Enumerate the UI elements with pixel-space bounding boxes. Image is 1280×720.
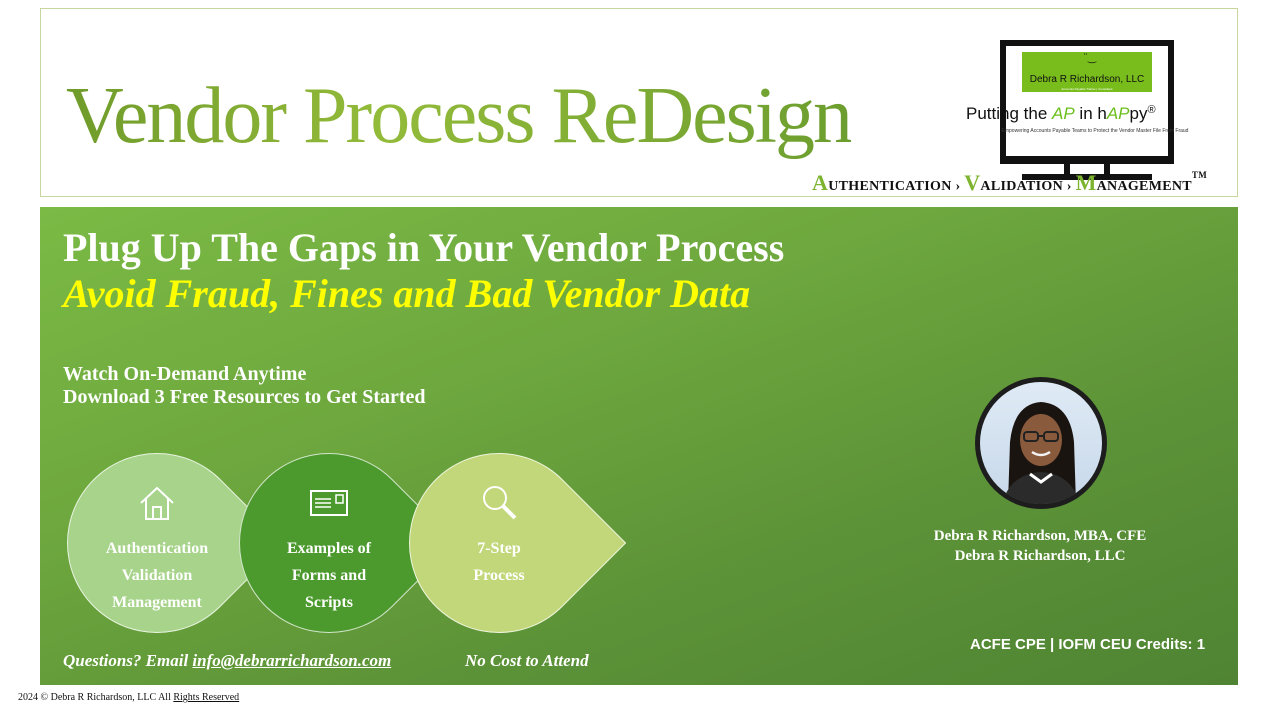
step-label-line: Authentication xyxy=(105,540,209,557)
questions-line: Questions? Email info@debrarrichardson.c… xyxy=(63,651,391,671)
avm-m-rest: ANAGEMENT xyxy=(1096,179,1192,194)
questions-prefix: Questions? Email xyxy=(63,651,193,670)
credits-info: ACFE CPE | IOFM CEU Credits: 1 xyxy=(970,636,1206,653)
presenter-photo xyxy=(975,377,1107,509)
logo-badge xyxy=(1022,52,1152,92)
step-authentication: Authentication Validation Management xyxy=(29,415,285,671)
smile-icon: ¨‿ xyxy=(1083,53,1097,64)
step-label-line: Forms and xyxy=(291,567,367,584)
monitor-stand xyxy=(1064,164,1110,176)
tagline-mid: in h xyxy=(1074,104,1107,123)
step-label-line: 7-Step xyxy=(477,540,521,557)
step-label-line: Management xyxy=(112,594,202,611)
registered-mark: ® xyxy=(1147,104,1156,116)
avm-v-cap: V xyxy=(964,170,981,195)
avm-separator-1: › xyxy=(951,179,965,194)
step-forms-scripts: Examples of Forms and Scripts xyxy=(201,415,457,671)
avm-a-rest: UTHENTICATION xyxy=(828,179,952,194)
avm-v-rest: ALIDATION xyxy=(980,179,1063,194)
avm-m-cap: M xyxy=(1075,170,1097,195)
tagline-prefix: Putting the xyxy=(966,104,1053,123)
step-label-line: Examples of xyxy=(287,540,371,557)
step-label: Examples of Forms and Scripts xyxy=(257,535,401,616)
trademark-mark: TM xyxy=(1191,170,1208,180)
company-logo: ¨‿ Debra R Richardson, LLC Accounts Paya… xyxy=(960,36,1230,196)
portrait-icon xyxy=(1002,402,1080,504)
step-label-line: Validation xyxy=(121,567,193,584)
magnifier-icon xyxy=(483,486,517,520)
step-7-step-process: 7-Step Process xyxy=(371,415,627,671)
monitor-base xyxy=(1022,174,1152,180)
tagline-ap-2: AP xyxy=(1106,104,1130,123)
rights-reserved: Rights Reserved xyxy=(173,692,240,703)
logo-company-sub: Accounts Payable Trainer | Consultant xyxy=(1061,87,1113,91)
avm-a-cap: A xyxy=(812,170,829,195)
email-link[interactable]: info@debrarrichardson.com xyxy=(192,651,392,670)
logo-tagline: Putting the AP in hAPpy® xyxy=(966,104,1216,124)
step-label: 7-Step Process xyxy=(427,535,571,589)
page-title: Vendor Process ReDesign xyxy=(66,66,853,166)
presenter-info: Debra R Richardson, MBA, CFE Debra R Ric… xyxy=(880,526,1200,566)
tagline-ap-1: AP xyxy=(1052,104,1075,123)
envelope-icon xyxy=(310,490,348,516)
subheadline: Avoid Fraud, Fines and Bad Vendor Data xyxy=(63,271,751,316)
copyright-text: 2024 © Debra R Richardson, LLC All xyxy=(18,692,174,703)
no-cost-note: No Cost to Attend xyxy=(465,651,589,670)
presenter-name: Debra R Richardson, MBA, CFE xyxy=(933,528,1147,544)
headline: Plug Up The Gaps in Your Vendor Process xyxy=(63,225,785,270)
step-label-line: Process xyxy=(473,567,525,584)
logo-company-name: Debra R Richardson, LLC xyxy=(1029,74,1145,85)
presenter-company: Debra R Richardson, LLC xyxy=(954,548,1126,564)
watch-line-1: Watch On-Demand Anytime xyxy=(63,363,307,385)
copyright-footer: 2024 © Debra R Richardson, LLC All Right… xyxy=(18,692,239,703)
watch-info: Watch On-Demand Anytime Download 3 Free … xyxy=(63,363,426,409)
watch-line-2: Download 3 Free Resources to Get Started xyxy=(63,386,426,408)
step-label: Authentication Validation Management xyxy=(85,535,229,616)
avm-separator-2: › xyxy=(1063,179,1076,194)
house-icon xyxy=(140,486,174,520)
presenter-avatar xyxy=(980,382,1102,504)
tagline-suffix: py xyxy=(1129,104,1148,123)
avm-trademark: AUTHENTICATION › VALIDATION › MANAGEMENT… xyxy=(812,170,1207,196)
logo-tagline-sub: Empowering Accounts Payable Teams to Pro… xyxy=(1001,128,1189,134)
step-label-line: Scripts xyxy=(305,594,353,611)
